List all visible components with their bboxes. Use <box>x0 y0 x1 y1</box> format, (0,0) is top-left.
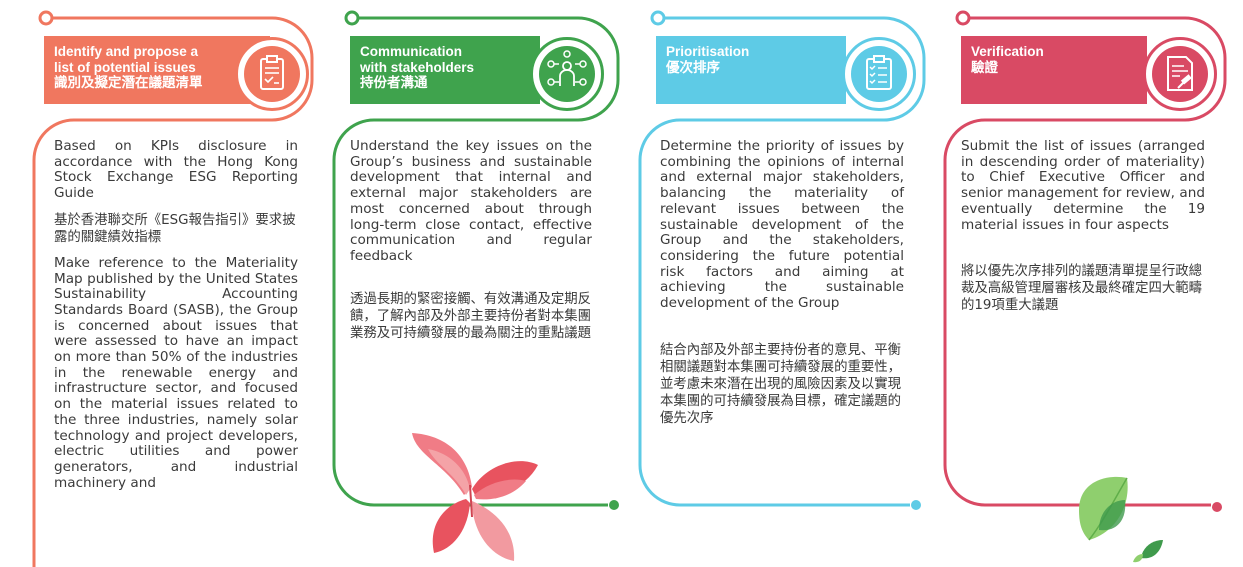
step-4-title-en: Verification <box>971 44 1044 59</box>
step-2-title-en-1: Communication <box>360 44 463 59</box>
step-3-frame <box>638 10 926 510</box>
step-4-text-en: Submit the list of issues (arranged in d… <box>961 138 1205 233</box>
step-2-text-en: Understand the key issues on the Group’s… <box>350 138 592 264</box>
step-1-title-zh: 識別及擬定潛在議題清單 <box>54 75 203 90</box>
butterfly-illustration-icon <box>412 433 538 561</box>
step-4-body: Submit the list of issues (arranged in d… <box>961 138 1205 324</box>
step-verification: Verification 驗證 Submit the list of issue… <box>939 0 1239 567</box>
step-3-label: Prioritisation 優次排序 <box>656 36 846 104</box>
step-3-text-en: Determine the priority of issues by comb… <box>660 138 904 312</box>
document-gavel-icon <box>1143 37 1217 111</box>
step-3-title-en: Prioritisation <box>666 44 750 59</box>
step-2-text-zh: 透過長期的緊密接觸、有效溝通及定期反饋，了解內部及外部主要持份者對本集團業務及可… <box>350 291 592 341</box>
step-1-frame <box>32 10 314 567</box>
step-1-label: Identify and propose a list of potential… <box>44 36 270 104</box>
step-4-label: Verification 驗證 <box>961 36 1147 104</box>
step-4-frame <box>943 10 1227 512</box>
step-3-text-zh: 結合內部及外部主要持份者的意見、平衡相關議題對本集團可持續發展的重要性，並考慮未… <box>660 342 902 426</box>
leaf-illustration-icon <box>1079 476 1163 563</box>
step-1-body: Based on KPIs disclosure in accordance w… <box>54 138 298 501</box>
step-4-text-zh: 將以優先次序排列的議題清單提呈行政總裁及高級管理層審核及最終確定四大範疇的19項… <box>961 264 1203 314</box>
step-1-text-en: Based on KPIs disclosure in accordance w… <box>54 138 298 202</box>
step-3-body: Determine the priority of issues by comb… <box>660 138 904 437</box>
step-2-title-en-2: with stakeholders <box>360 59 475 75</box>
step-2-label: Communication with stakeholders 持份者溝通 <box>350 36 540 104</box>
checklist-icon <box>842 37 916 111</box>
step-3-title-zh: 優次排序 <box>666 59 720 75</box>
step-4-title-zh: 驗證 <box>971 59 998 75</box>
step-2-body: Understand the key issues on the Group’s… <box>350 138 592 352</box>
stakeholder-network-icon <box>530 37 604 111</box>
step-identify: Identify and propose a list of potential… <box>22 0 322 567</box>
step-2-frame <box>332 10 620 510</box>
step-communication: Communication with stakeholders 持份者溝通 Un… <box>328 0 628 567</box>
step-prioritisation: Prioritisation 優次排序 Determine the priori… <box>634 0 934 567</box>
step-1-text-en-2: Make reference to the Materiality Map pu… <box>54 254 298 491</box>
step-2-title-zh: 持份者溝通 <box>360 75 428 90</box>
step-1-title-en-2: list of potential issues <box>54 59 196 75</box>
clipboard-icon <box>235 37 309 111</box>
step-1-title-en-1: Identify and propose a <box>54 44 199 59</box>
step-1-text-zh: 基於香港聯交所《ESG報告指引》要求披露的關鍵績效指標 <box>54 212 296 245</box>
